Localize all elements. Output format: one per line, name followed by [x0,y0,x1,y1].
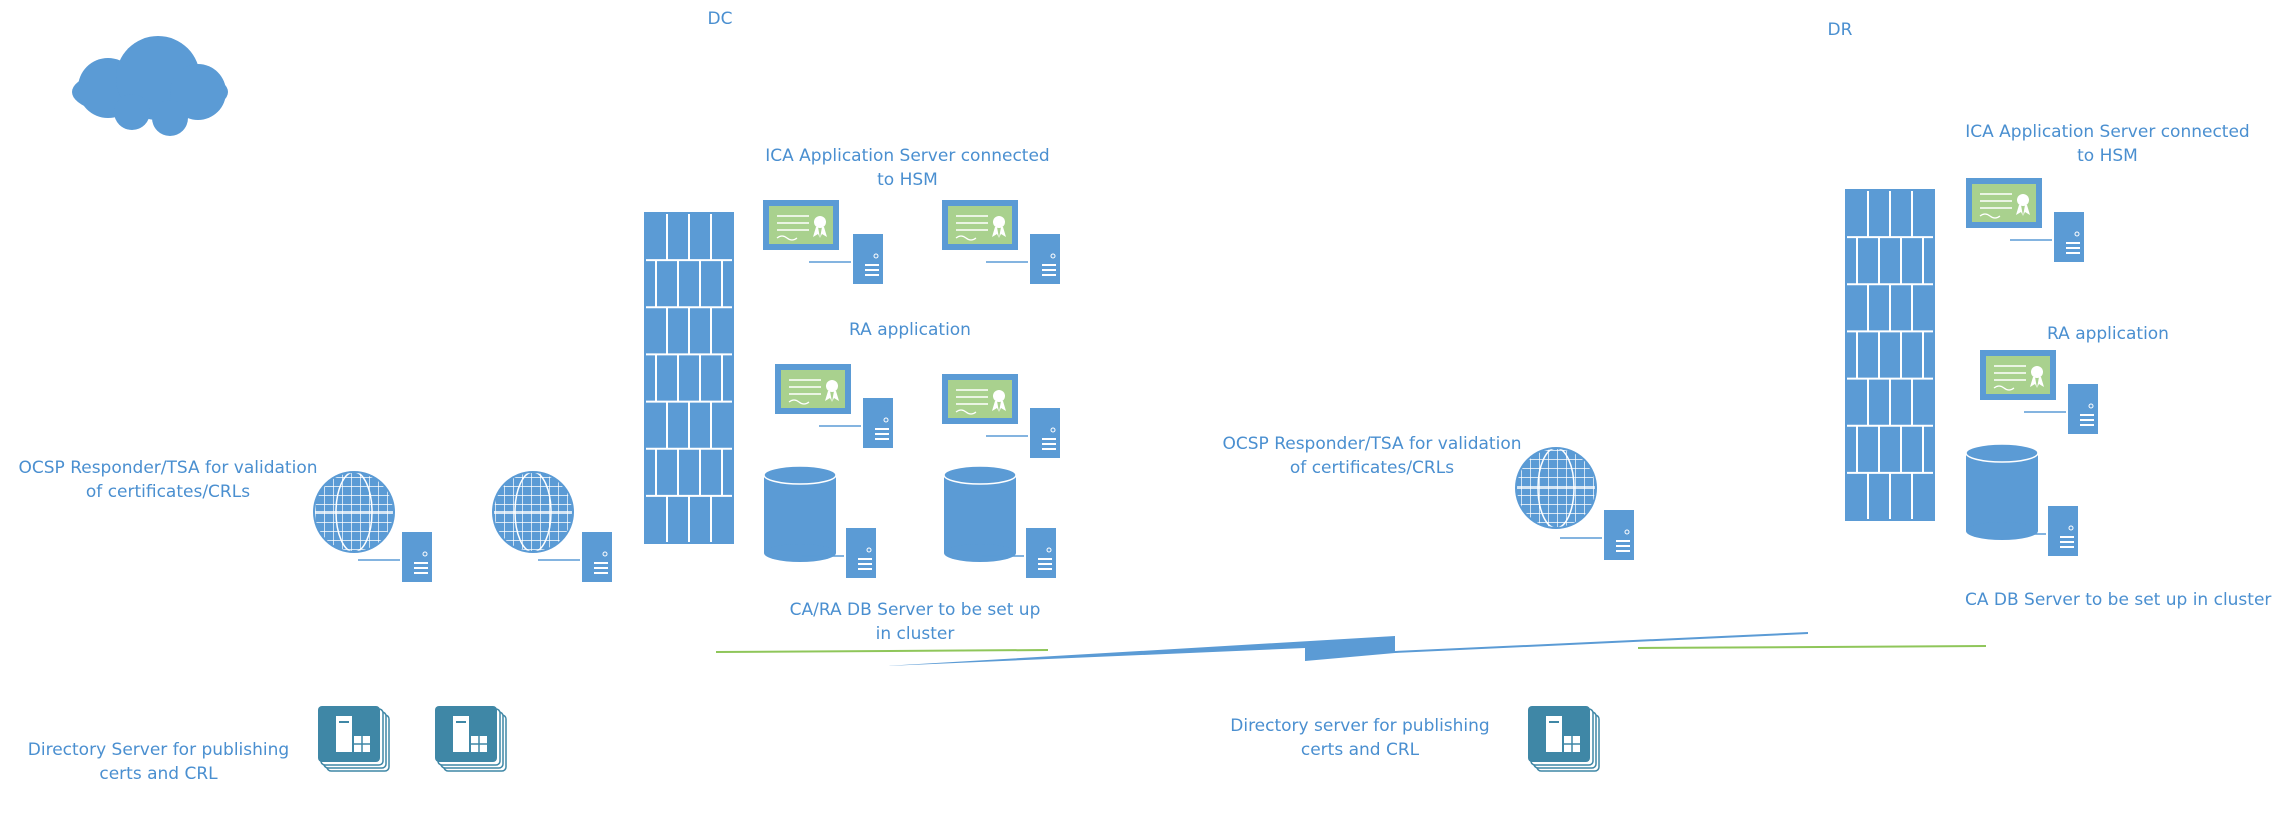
globe-server-icon [492,471,612,582]
dc-ica-label: ICA Application Server connected to HSM [765,146,1050,190]
dc-ra-label: RA application [849,320,971,340]
cloud-icon [72,36,228,136]
dc-directory-label: Directory Server for publishing certs an… [27,740,290,784]
firewall-icon [644,212,734,544]
firewall-icon [1845,189,1935,521]
dc-db-label: CA/RA DB Server to be set up in cluster [789,600,1041,644]
dr-db-label: CA DB Server to be set up in cluster [1965,590,2272,610]
certificate-server-icon [763,200,883,284]
database-server-icon [943,465,1056,578]
globe-server-icon [313,471,432,582]
database-server-icon [763,465,876,578]
dr-ica-label: ICA Application Server connected to HSM [1965,122,2250,166]
lan-line [1637,645,1987,649]
certificate-server-icon [942,374,1060,458]
directory-server-icon [318,706,390,772]
lan-line [715,649,1049,653]
dr-ocsp-label: OCSP Responder/TSA for validation of cer… [1222,434,1522,478]
directory-server-icon [1528,706,1600,772]
certificate-server-icon [775,364,893,448]
dr-site-label: DR [1827,20,1853,40]
certificate-server-icon [1966,178,2084,262]
certificate-server-icon [942,200,1060,284]
globe-server-icon [1515,447,1634,560]
dc-site-label: DC [707,9,733,29]
certificate-server-icon [1980,350,2098,434]
dc-ocsp-label: OCSP Responder/TSA for validation of cer… [18,458,318,502]
wan-link-icon [885,632,1808,666]
directory-server-icon [435,706,507,772]
dr-directory-label: Directory server for publishing certs an… [1230,716,1490,760]
database-server-icon [1965,443,2078,556]
dr-ra-label: RA application [2047,324,2169,344]
